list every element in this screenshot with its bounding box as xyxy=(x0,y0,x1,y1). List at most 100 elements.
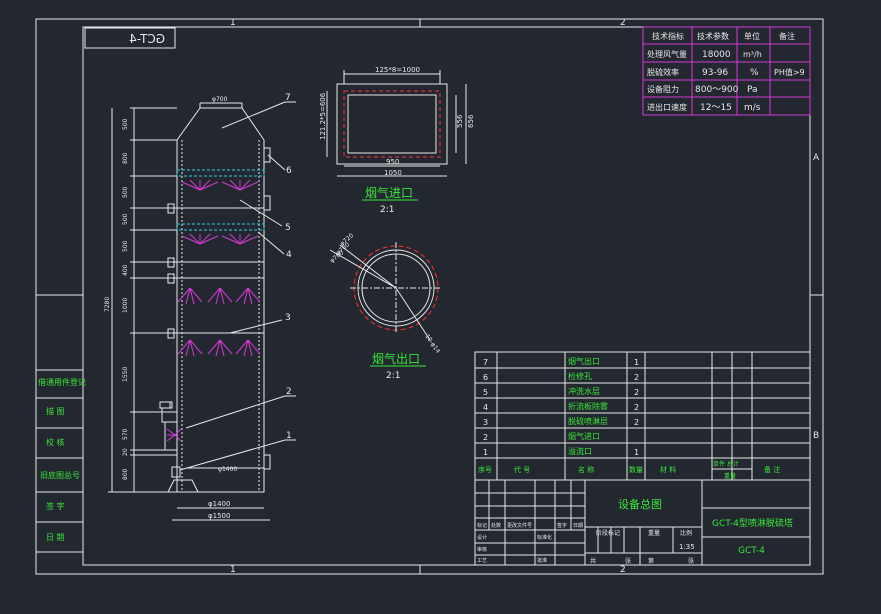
part-no: 7 xyxy=(483,358,488,367)
tb-label: 处数 xyxy=(491,522,501,529)
dim-label: 1000 xyxy=(122,298,129,313)
part-name: 折流板除雾 xyxy=(568,401,608,411)
part-callouts: 7 6 5 4 3 2 1 xyxy=(179,93,296,471)
parts-header: 序号 xyxy=(478,465,492,474)
strip-row-2: 校 核 xyxy=(46,437,65,447)
callout-1: 1 xyxy=(286,431,292,441)
tb-label: 签字 xyxy=(557,522,567,529)
callout-2: 2 xyxy=(286,387,292,397)
tb-label: 第 xyxy=(648,557,654,565)
strip-row-1: 描 图 xyxy=(46,406,65,416)
spec-cell: 18000 xyxy=(702,50,731,60)
spec-header-1: 技术参数 xyxy=(697,31,729,41)
dim-label: 800 xyxy=(122,152,129,164)
parts-header: 重量 xyxy=(724,472,736,480)
dim-label: 20 xyxy=(122,448,129,456)
part-qty: 2 xyxy=(634,418,639,427)
product-name: GCT-4型喷淋脱硫塔 xyxy=(712,517,793,529)
parts-header: 备 注 xyxy=(764,465,780,474)
parts-header: 单件 总计 xyxy=(713,460,739,468)
tb-label: 批准 xyxy=(537,557,547,564)
inlet-dim-bottom-2: 1050 xyxy=(384,169,402,177)
tb-label: 张 xyxy=(688,557,694,565)
spec-cell: % xyxy=(750,68,759,78)
total-height-label: 7280 xyxy=(104,297,111,312)
inlet-dim-left: 121.2*5=606 xyxy=(319,92,327,140)
mist-eliminator-upper xyxy=(176,169,265,177)
inlet-dim-bottom-1: 950 xyxy=(386,158,399,166)
zone-label-right-a: A xyxy=(813,153,820,163)
dim-label: 500 xyxy=(122,118,129,130)
part-qty: 1 xyxy=(634,358,639,367)
part-no: 5 xyxy=(483,388,488,397)
left-dim-ticks xyxy=(108,107,177,493)
tower-elevation: φ700 xyxy=(104,93,296,521)
dim-label: 400 xyxy=(122,264,129,276)
tb-label: 张 xyxy=(625,557,631,565)
tb-label: 审核 xyxy=(477,546,487,553)
spec-header-2: 单位 xyxy=(744,31,760,41)
part-name: 冲洗水层 xyxy=(568,386,600,396)
callout-5: 5 xyxy=(285,223,291,233)
zone-label-bottom-1: 1 xyxy=(230,565,236,575)
drawing-scale: 1:35 xyxy=(679,543,695,551)
tb-label: 工艺 xyxy=(477,558,487,564)
part-no: 4 xyxy=(483,403,488,412)
part-name: 脱硫喷淋层 xyxy=(568,416,608,426)
part-name: 检修孔 xyxy=(568,371,592,381)
bottom-dia-2: φ1500 xyxy=(208,512,230,520)
outlet-view-title: 烟气出口 xyxy=(372,351,420,366)
top-diameter-label: φ700 xyxy=(212,96,228,103)
parts-header: 代 号 xyxy=(514,465,530,474)
zone-label-bottom-2: 2 xyxy=(620,565,626,575)
tb-label: 更改文件号 xyxy=(507,522,532,529)
callout-3: 3 xyxy=(285,313,291,323)
part-no: 3 xyxy=(483,418,488,427)
spray-fans xyxy=(166,179,261,442)
inner-border xyxy=(82,26,811,566)
strip-row-5: 日 期 xyxy=(46,533,65,542)
part-no: 6 xyxy=(483,373,488,382)
part-qty: 2 xyxy=(634,403,639,412)
tb-label: 阶段标记 xyxy=(596,529,620,537)
spec-cell: m/s xyxy=(744,103,761,113)
strip-row-3: 旧底图总号 xyxy=(40,470,80,480)
part-name: 溢流口 xyxy=(568,446,592,456)
parts-header: 名 称 xyxy=(578,465,594,474)
inlet-view-title: 烟气进口 xyxy=(365,185,413,200)
dim-label: 1550 xyxy=(122,367,129,382)
strip-row-0: 借通用件登记 xyxy=(38,377,86,387)
spec-cell: PH值>9 xyxy=(774,67,805,77)
title-block: 标记 处数 更改文件号 签字 日期 设计 标准化 审核 工艺 批准 阶段标记 重… xyxy=(474,479,811,566)
drawing-name: 设备总图 xyxy=(618,497,662,511)
tb-label: 设计 xyxy=(477,534,487,541)
inlet-dim-right-1: 556 xyxy=(456,114,464,128)
part-name: 烟气出口 xyxy=(568,356,600,366)
tb-label: 日期 xyxy=(573,523,583,529)
spec-cell: Pa xyxy=(747,85,758,95)
spec-cell: 93-96 xyxy=(702,68,728,78)
spec-header-3: 备注 xyxy=(779,31,795,41)
mirrored-code-box xyxy=(84,27,176,49)
mist-eliminator-lower xyxy=(176,223,265,231)
outlet-dim-3: 10-φ14 xyxy=(423,333,441,355)
spec-cell: 进出口速度 xyxy=(647,102,687,112)
zone-label-top-1: 1 xyxy=(230,18,236,28)
callout-4: 4 xyxy=(286,250,292,260)
parts-list-table: 7 烟气出口 1 6 检修孔 2 5 冲洗水层 2 4 折流板除雾 2 3 脱硫… xyxy=(474,351,811,481)
tb-label: 重量 xyxy=(648,529,660,537)
spec-cell: 设备阻力 xyxy=(647,84,679,94)
tb-label: 标准化 xyxy=(537,534,552,541)
inlet-flange-view: 125*8=1000 121.2*5=606 556 656 950 1050 … xyxy=(319,66,475,215)
callout-7: 7 xyxy=(285,93,291,103)
part-name: 烟气进口 xyxy=(568,431,600,441)
tb-label: 标记 xyxy=(477,522,487,529)
dim-label: 800 xyxy=(122,468,129,480)
tb-label: 比例 xyxy=(680,529,692,537)
spec-cell: 800～900 xyxy=(695,85,739,95)
spec-cell: 处理风气量 xyxy=(647,49,687,59)
outlet-flange-view: φ720 φ760 φ780 10-φ14 烟气出口 2:1 xyxy=(329,232,442,381)
drawing-code: GCT-4 xyxy=(738,546,765,556)
